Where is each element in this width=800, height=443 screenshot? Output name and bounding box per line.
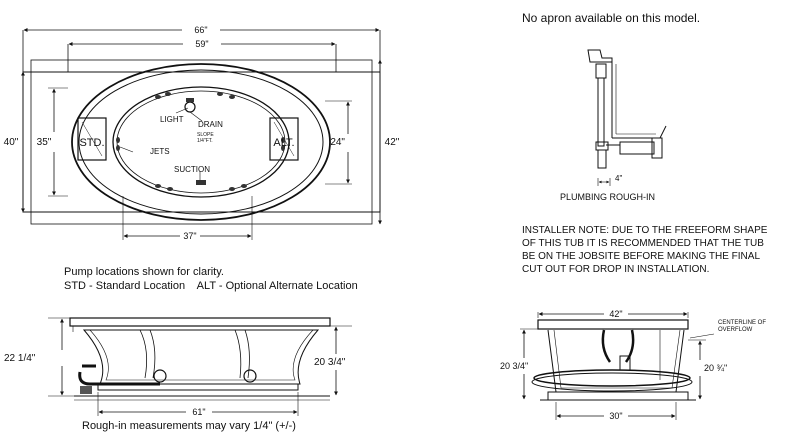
- std-label: STD.: [79, 137, 104, 149]
- installer-note-line: OF THIS TUB IT IS RECOMMENDED THAT THE T…: [522, 238, 764, 249]
- centerline-label-2: OVERFLOW: [718, 327, 753, 333]
- dim-40: 40": [4, 137, 19, 148]
- slope-label-1: SLOPE: [197, 132, 214, 138]
- dim-22-1-4: 22 1/4": [4, 353, 36, 364]
- plumbing-rough-in-label: PLUMBING ROUGH-IN: [560, 192, 656, 202]
- dim-37: 37": [183, 231, 196, 241]
- light-label: LIGHT: [160, 115, 184, 124]
- dim-30: 30": [609, 411, 622, 421]
- installer-note: INSTALLER NOTE: DUE TO THE FREEFORM SHAP…: [522, 224, 767, 276]
- pump-legend: STD - Standard Location ALT - Optional A…: [64, 280, 358, 292]
- dim-20-3-4-end-right: 20 ¾": [704, 363, 727, 373]
- plumbing-rough-in-drawing: [587, 49, 667, 186]
- dim-66: 66": [194, 25, 207, 35]
- installer-note-line: INSTALLER NOTE: DUE TO THE FREEFORM SHAP…: [522, 225, 768, 236]
- side-view-labels: 22 1/4" 20 3/4" 61": [4, 353, 346, 417]
- plumbing-labels: 4": [615, 174, 622, 183]
- dim-42-end: 42": [609, 309, 622, 319]
- jets-label: JETS: [150, 147, 170, 156]
- drain-label: DRAIN: [198, 120, 223, 129]
- dim-42: 42": [385, 137, 400, 148]
- installer-note-line: BE ON THE JOBSITE BEFORE MAKING THE FINA…: [522, 251, 761, 262]
- end-view-labels: 42" 30" 20 3/4" 20 ¾" CENTERLINE OF OVER…: [500, 309, 766, 421]
- pump-location-note: Pump locations shown for clarity.: [64, 266, 224, 278]
- centerline-label-1: CENTERLINE OF: [718, 320, 766, 326]
- dim-20-3-4-side: 20 3/4": [314, 357, 346, 368]
- dim-20-3-4-end-left: 20 3/4": [500, 361, 528, 371]
- suction-label: SUCTION: [174, 165, 210, 174]
- dim-59: 59": [195, 39, 208, 49]
- end-view: [520, 312, 715, 420]
- plumbing-dim-4: 4": [615, 174, 622, 183]
- top-view-labels: 66" 59" 37" 40" 35" 24" 42" STD. ALT. LI…: [4, 25, 400, 241]
- dim-24: 24": [330, 137, 345, 148]
- slope-label-2: 1/4"FT.: [197, 138, 213, 144]
- alt-label: ALT.: [273, 137, 294, 149]
- installer-note-line: CUT OUT FOR DROP IN INSTALLATION.: [522, 264, 710, 275]
- no-apron-note: No apron available on this model.: [522, 11, 701, 25]
- top-view: [21, 28, 382, 240]
- rough-in-note: Rough-in measurements may vary 1/4" (+/-…: [82, 420, 296, 432]
- side-view: [48, 317, 352, 416]
- dim-35: 35": [37, 137, 52, 148]
- dim-61: 61": [192, 407, 205, 417]
